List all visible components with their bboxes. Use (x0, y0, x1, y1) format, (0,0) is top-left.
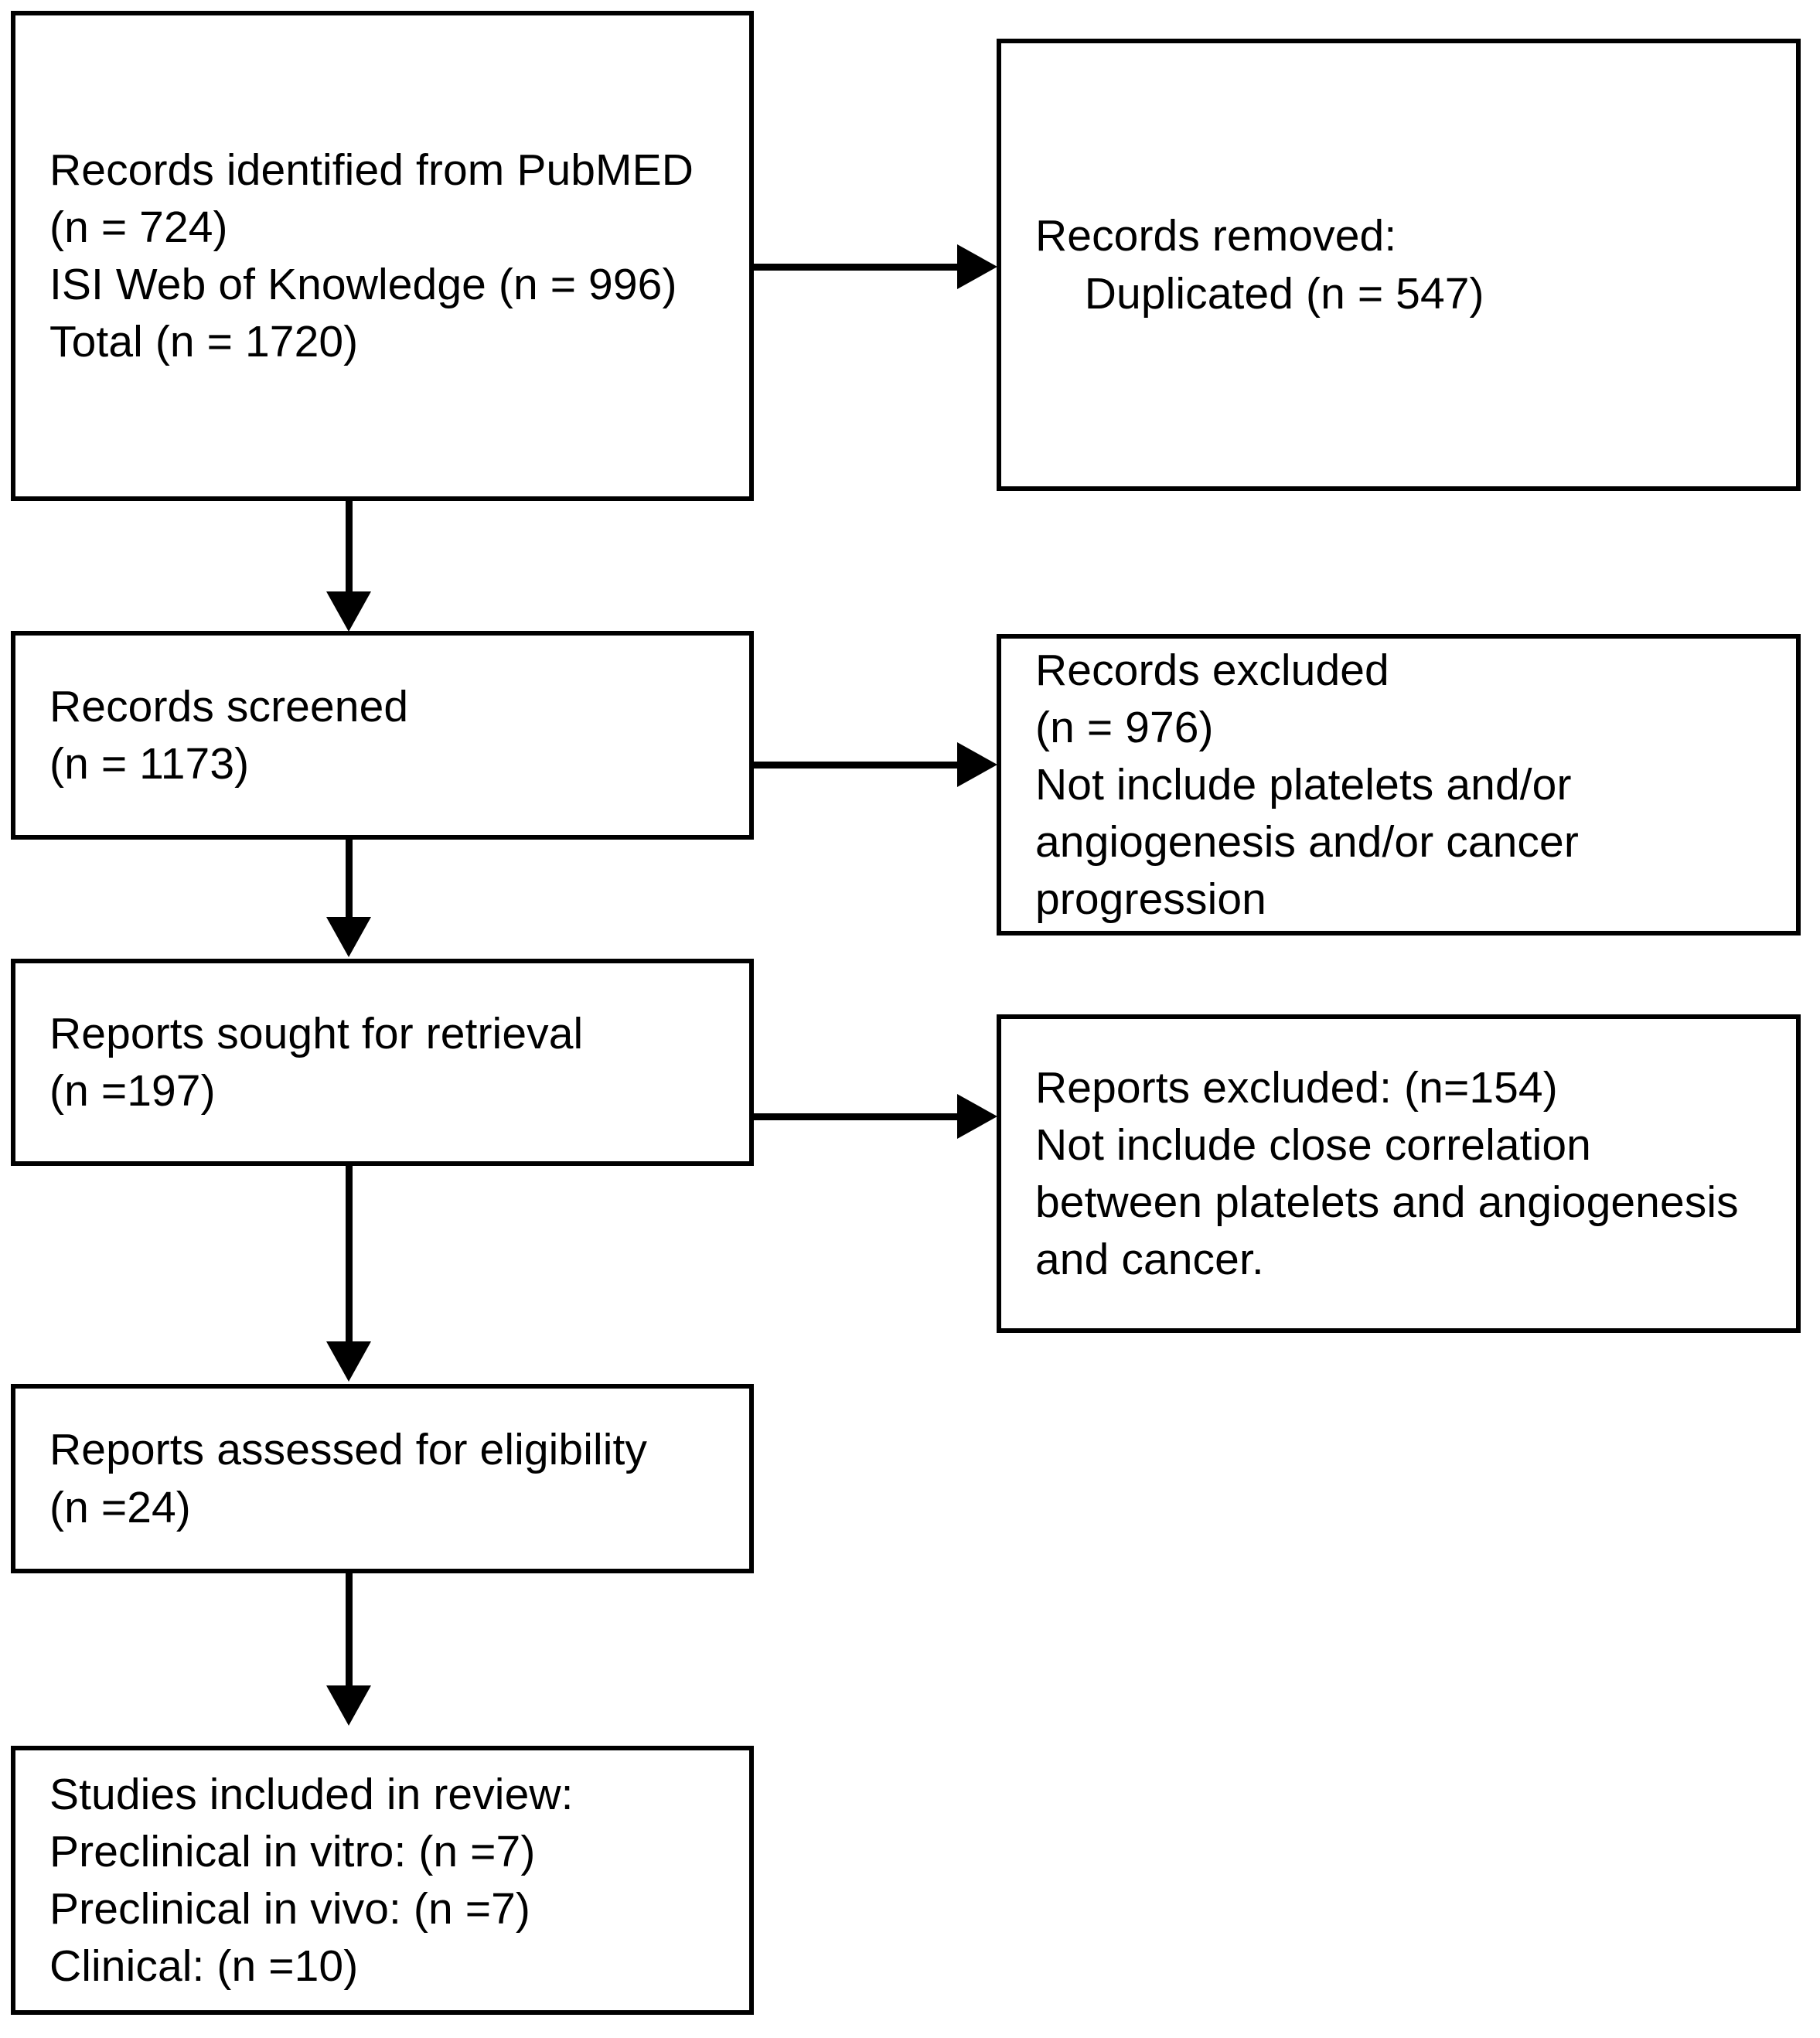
connector-screened-to-excluded-line (754, 762, 959, 769)
connector-identified-to-screened-line (346, 501, 353, 595)
box-records-excluded: Records excluded (n = 976) Not include p… (997, 634, 1801, 936)
studies-included-text: Studies included in review: Preclinical … (49, 1769, 574, 1992)
box-reports-assessed: Reports assessed for eligibility (n =24) (11, 1384, 754, 1573)
connector-assessed-to-included-line (346, 1573, 353, 1689)
reports-assessed-text: Reports assessed for eligibility (n =24) (49, 1425, 648, 1532)
records-identified-text: Records identified from PubMED (n = 724)… (49, 145, 694, 367)
arrow-identified-to-removed (957, 244, 997, 289)
reports-excluded-text: Reports excluded: (n=154) Not include cl… (1035, 1062, 1739, 1285)
records-removed-text: Records removed: Duplicated (n = 547) (1035, 211, 1484, 319)
records-screened-text: Records screened (n = 1173) (49, 681, 409, 789)
records-excluded-text: Records excluded (n = 976) Not include p… (1035, 645, 1579, 925)
arrow-sought-to-reports-excluded (957, 1094, 997, 1139)
box-records-identified: Records identified from PubMED (n = 724)… (11, 11, 754, 501)
box-records-removed: Records removed: Duplicated (n = 547) (997, 39, 1801, 491)
connector-sought-to-excluded-line (754, 1113, 959, 1120)
box-reports-excluded: Reports excluded: (n=154) Not include cl… (997, 1014, 1801, 1333)
box-records-screened: Records screened (n = 1173) (11, 631, 754, 840)
arrow-screened-to-sought (326, 917, 371, 957)
connector-identified-to-removed-line (754, 264, 959, 271)
reports-sought-text: Reports sought for retrieval (n =197) (49, 1008, 584, 1116)
arrow-screened-to-records-excluded (957, 742, 997, 787)
box-reports-sought: Reports sought for retrieval (n =197) (11, 959, 754, 1166)
connector-sought-to-assessed-line (346, 1166, 353, 1344)
arrow-identified-to-screened (326, 591, 371, 632)
arrow-sought-to-assessed (326, 1341, 371, 1382)
box-studies-included: Studies included in review: Preclinical … (11, 1746, 754, 2015)
arrow-assessed-to-included (326, 1685, 371, 1726)
connector-screened-to-sought-line (346, 840, 353, 920)
